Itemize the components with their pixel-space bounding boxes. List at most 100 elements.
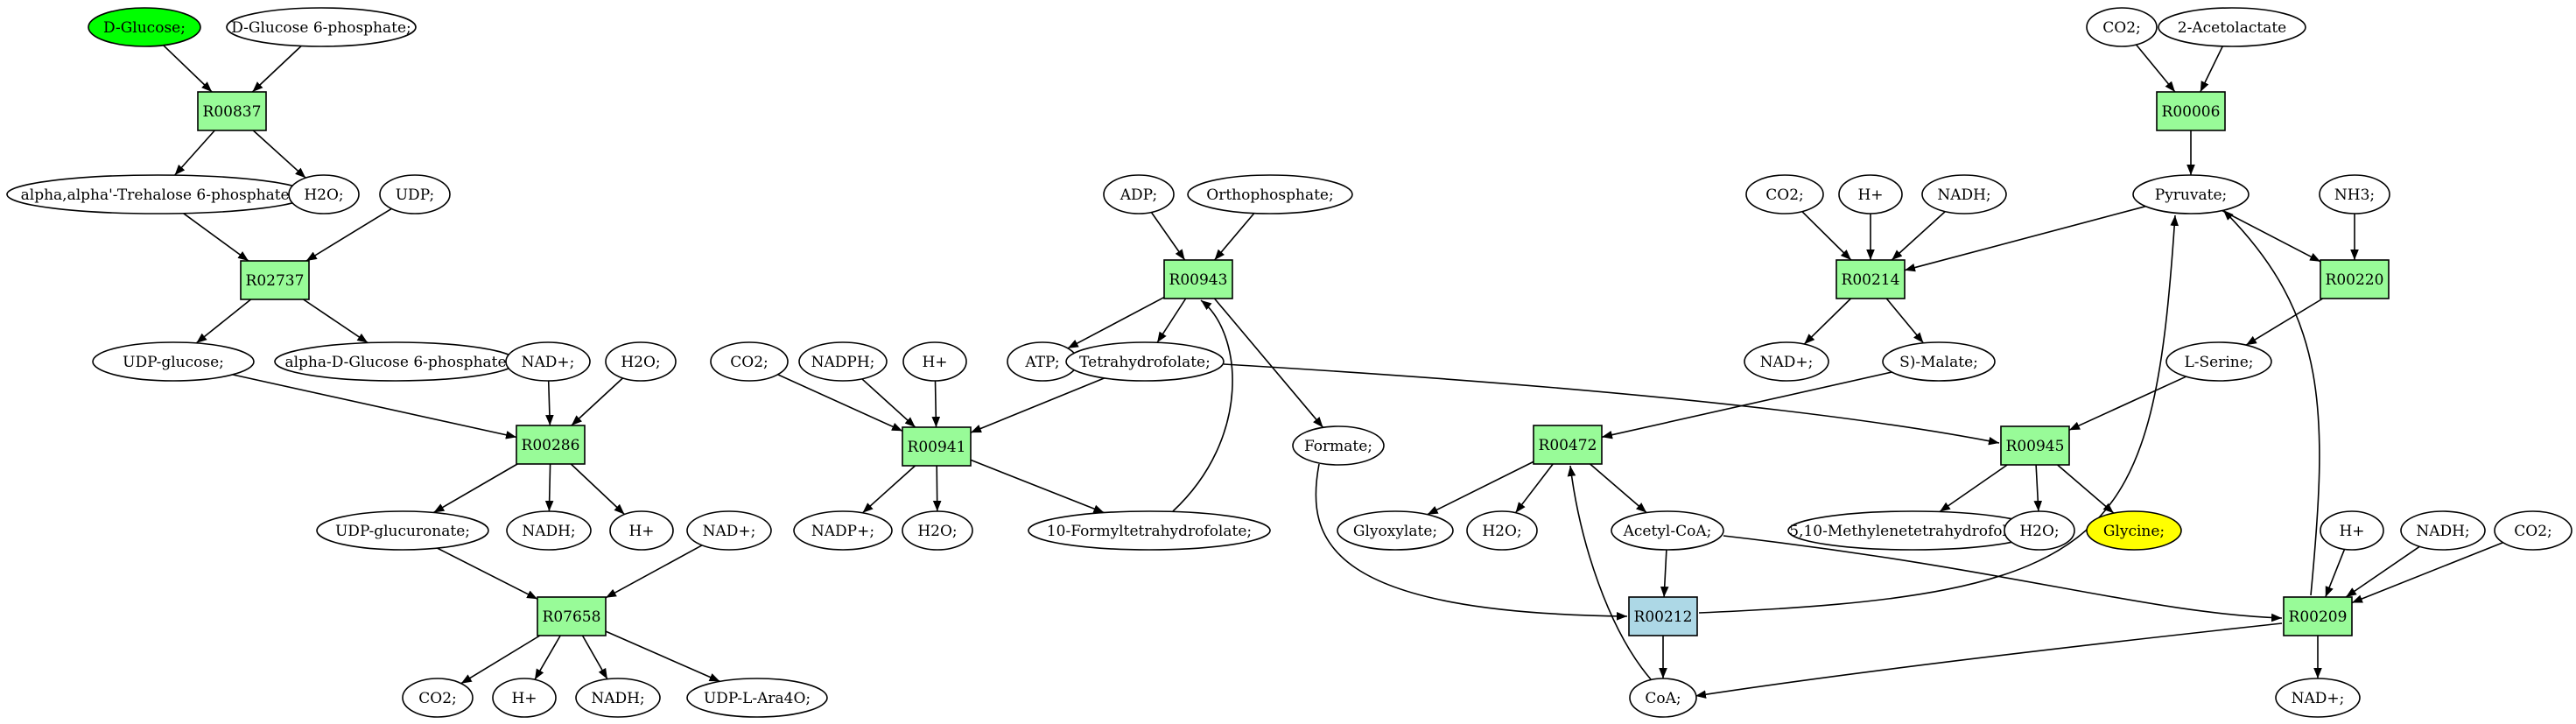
metabolite-node-nadh_2: NADH; bbox=[575, 678, 661, 718]
metabolite-node-nh3: NH3; bbox=[2319, 174, 2390, 214]
metabolite-node-trehalose6p: alpha,alpha'-Trehalose 6-phosphate; bbox=[6, 174, 309, 214]
edge-r00212-to-pyruvate bbox=[1698, 214, 2179, 614]
nadp_plus_1-label: NAD+; bbox=[522, 354, 575, 371]
r02737-shape bbox=[240, 260, 310, 300]
edge-orthophosphate-to-r00943 bbox=[1213, 213, 1255, 261]
r00472-shape bbox=[1533, 425, 1603, 465]
co2_2-label: CO2; bbox=[730, 354, 769, 371]
edge-r00214-to-smalate bbox=[1885, 298, 1925, 344]
adglc6p-label: alpha-D-Glucose 6-phosphate bbox=[284, 354, 506, 371]
pyruvate-label: Pyruvate; bbox=[2155, 186, 2227, 204]
edge-r00472-to-h2o_4 bbox=[1514, 463, 1554, 514]
co2_2-shape bbox=[710, 341, 789, 382]
metabolite-node-nadpplus: NADP+; bbox=[793, 510, 893, 551]
edge-pyruvate-to-r00220 bbox=[2222, 209, 2321, 263]
reaction-node-r00837: R00837 bbox=[197, 91, 267, 131]
r00943-label: R00943 bbox=[1169, 271, 1228, 289]
co2_4-label: CO2; bbox=[2102, 19, 2141, 37]
adp-label: ADP; bbox=[1120, 186, 1157, 204]
nadh_2-label: NADH; bbox=[591, 690, 644, 707]
metabolite-node-co2_5: CO2; bbox=[2494, 510, 2572, 551]
metabolite-node-nadplus_4: NAD+; bbox=[2275, 678, 2361, 718]
r00220-shape bbox=[2320, 259, 2390, 299]
h2o_2-shape bbox=[605, 341, 677, 382]
nadph-shape bbox=[798, 341, 888, 382]
metabolite-node-h2o_3: H2O; bbox=[902, 510, 973, 551]
formate-label: Formate; bbox=[1304, 438, 1372, 455]
co2_1-shape bbox=[402, 678, 474, 718]
metabolite-node-nadh_1: NADH; bbox=[506, 510, 592, 551]
reaction-node-r00472: R00472 bbox=[1533, 425, 1603, 465]
hplus_5-label: H+ bbox=[2339, 523, 2364, 540]
formylthf-label: 10-Formyltetrahydrofolate; bbox=[1047, 523, 1252, 540]
edge-co2_4-to-r00006 bbox=[2135, 44, 2176, 93]
thf-label: Tetrahydrofolate; bbox=[1079, 354, 1211, 371]
h2o_1-label: H2O; bbox=[304, 186, 343, 204]
metabolite-node-co2_2: CO2; bbox=[710, 341, 789, 382]
edge-formylthf-to-r00943 bbox=[1172, 299, 1233, 512]
nh3-shape bbox=[2319, 174, 2390, 214]
dglc6p-shape bbox=[226, 7, 417, 47]
metabolite-node-udpglucose: UDP-glucose; bbox=[92, 341, 255, 382]
metabolite-node-methylenethf: 5,10-Methylenetetrahydrofolate; bbox=[1787, 510, 2038, 551]
r07658-label: R07658 bbox=[543, 608, 601, 626]
edge-thf-to-r00941 bbox=[970, 377, 1106, 433]
metabolite-node-co2_4: CO2; bbox=[2086, 7, 2158, 47]
glycine-shape bbox=[2086, 510, 2182, 551]
edge-r00943-to-thf bbox=[1156, 298, 1187, 343]
hplus_2-shape bbox=[492, 678, 557, 718]
edge-trehalose6p-to-r02737 bbox=[183, 213, 249, 262]
edge-hplus_3-to-r00941 bbox=[931, 380, 941, 428]
coa-shape bbox=[1629, 678, 1697, 718]
r00837-label: R00837 bbox=[203, 103, 262, 121]
edge-r02737-to-udpglucose bbox=[195, 299, 252, 344]
edge-r00941-to-nadpplus bbox=[861, 465, 916, 514]
edge-nadph-to-r00941 bbox=[861, 378, 916, 428]
metabolite-node-h2o_2: H2O; bbox=[605, 341, 677, 382]
edge-r07658-to-udplara4o bbox=[605, 630, 720, 683]
h2o_1-shape bbox=[288, 174, 360, 214]
metabolite-node-acetylcoa: Acetyl-CoA; bbox=[1611, 510, 1724, 551]
edge-dglucose-to-r00837 bbox=[163, 45, 213, 93]
nh3-label: NH3; bbox=[2334, 186, 2375, 204]
edge-r00214-to-nadplus_3 bbox=[1803, 298, 1852, 345]
nadp_plus_1-shape bbox=[505, 341, 591, 382]
edge-r00837-to-h2o_1 bbox=[252, 130, 306, 179]
r00209-label: R00209 bbox=[2289, 608, 2348, 626]
metabolite-node-dglucose: D-Glucose; bbox=[88, 7, 201, 47]
metabolite-node-nadplus_2: NAD+; bbox=[686, 510, 772, 551]
metabolite-node-acetolactate: 2-Acetolactate bbox=[2158, 7, 2306, 47]
reaction-node-r00006: R00006 bbox=[2156, 91, 2226, 131]
atp-label: ATP; bbox=[1024, 354, 1059, 371]
co2_3-shape bbox=[1745, 174, 1824, 214]
metabolite-node-h2o_1: H2O; bbox=[288, 174, 360, 214]
formylthf-shape bbox=[1028, 510, 1271, 551]
coa-label: CoA; bbox=[1645, 690, 1681, 707]
edge-r00472-to-glyoxylate bbox=[1427, 460, 1534, 516]
h2o_3-label: H2O; bbox=[917, 523, 957, 540]
reaction-node-r07658: R07658 bbox=[537, 596, 607, 636]
edge-r00941-to-formylthf bbox=[970, 459, 1105, 514]
udplara4o-shape bbox=[686, 678, 828, 718]
h2o_2-label: H2O; bbox=[621, 354, 660, 371]
thf-shape bbox=[1065, 341, 1225, 382]
h2o_3-shape bbox=[902, 510, 973, 551]
acetolactate-label: 2-Acetolactate bbox=[2178, 19, 2286, 37]
r00212-label: R00212 bbox=[1634, 608, 1693, 626]
reaction-node-r00943: R00943 bbox=[1163, 259, 1233, 299]
co2_3-label: CO2; bbox=[1765, 186, 1804, 204]
adp-shape bbox=[1103, 174, 1175, 214]
lserine-label: L-Serine; bbox=[2184, 354, 2253, 371]
methylenethf-label: 5,10-Methylenetetrahydrofolate; bbox=[1789, 523, 2035, 540]
nadplus_3-shape bbox=[1744, 341, 1829, 382]
metabolite-node-h2o_5: H2O; bbox=[2004, 510, 2075, 551]
metabolite-node-udp_1: UDP; bbox=[379, 174, 451, 214]
edge-r00220-to-lserine bbox=[2245, 298, 2324, 346]
edge-r07658-to-hplus_2 bbox=[534, 635, 561, 680]
acetylcoa-shape bbox=[1611, 510, 1724, 551]
r00941-label: R00941 bbox=[908, 439, 966, 456]
r00941-shape bbox=[902, 426, 972, 467]
edge-pyruvate-to-r00214 bbox=[1904, 205, 2146, 272]
edge-r07658-to-nadh_2 bbox=[581, 635, 608, 680]
